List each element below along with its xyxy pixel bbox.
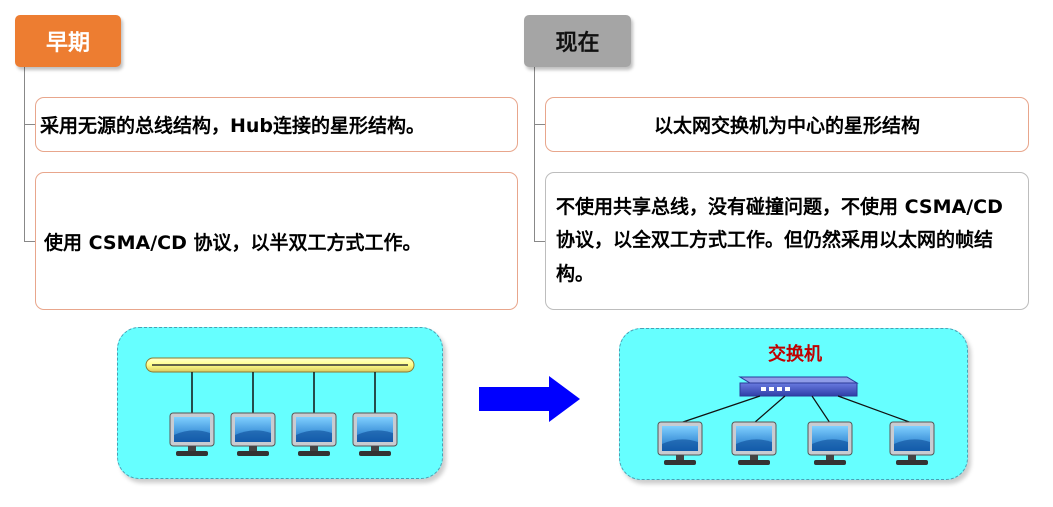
star-computer-icon [807, 421, 853, 465]
star-computer-icon [657, 421, 703, 465]
star-link-line [753, 395, 786, 424]
early-tag: 早期 [15, 15, 121, 67]
bus-computer-icon [291, 412, 337, 456]
connector-early-1 [24, 67, 36, 125]
connector-now-1 [534, 67, 546, 125]
right-arrow-icon [479, 376, 580, 422]
star-computer-icon [731, 421, 777, 465]
star-computer-icon [889, 421, 935, 465]
switch-label: 交换机 [768, 344, 822, 365]
now-point-2-text: 不使用共享总线，没有碰撞问题，不使用 CSMA/CD 协议，以全双工方式工作。但… [556, 196, 1003, 285]
early-point-1-text: 采用无源的总线结构，Hub连接的星形结构。 [40, 115, 426, 137]
star-link-line [679, 395, 761, 424]
connector-now-2 [534, 124, 546, 242]
now-point-1-text: 以太网交换机为中心的星形结构 [653, 115, 920, 137]
connector-early-2 [24, 124, 36, 242]
ethernet-switch-icon [738, 376, 859, 397]
early-point-2: 使用 CSMA/CD 协议，以半双工方式工作。 [35, 172, 518, 310]
early-point-2-text: 使用 CSMA/CD 协议，以半双工方式工作。 [44, 231, 422, 254]
early-point-1: 采用无源的总线结构，Hub连接的星形结构。 [35, 97, 518, 152]
star-link-line [837, 395, 913, 424]
now-point-1: 以太网交换机为中心的星形结构 [545, 97, 1029, 152]
star-link-line [811, 395, 831, 424]
bus-computer-icon [352, 412, 398, 456]
now-point-2: 不使用共享总线，没有碰撞问题，不使用 CSMA/CD 协议，以全双工方式工作。但… [545, 172, 1029, 310]
now-tag: 现在 [524, 15, 631, 67]
bus-computer-icon [230, 412, 276, 456]
bus-computer-icon [169, 412, 215, 456]
